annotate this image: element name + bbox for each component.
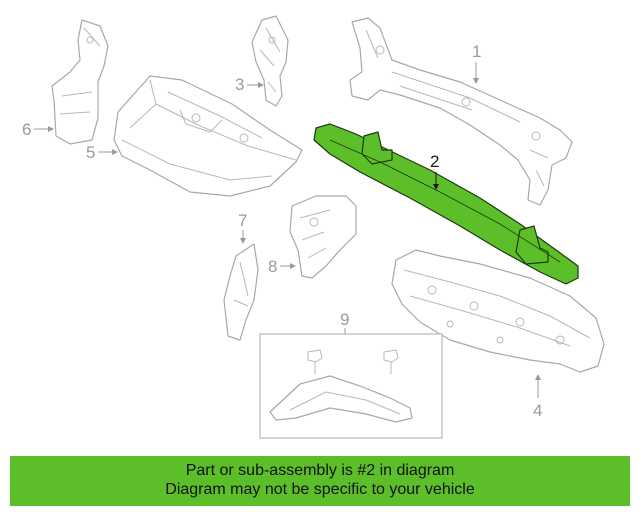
- part-5-air-duct: [113, 75, 303, 197]
- part-2-support-bar: [313, 123, 579, 285]
- callout-1: 1: [472, 42, 481, 61]
- callout-9: 9: [340, 310, 349, 329]
- callout-5: 5: [86, 143, 95, 162]
- callout-3: 3: [235, 75, 244, 94]
- part-6-deflector: [51, 19, 109, 145]
- callout-6: 6: [22, 120, 31, 139]
- callout-2: 2: [430, 152, 439, 171]
- callout-7: 7: [238, 211, 247, 230]
- part-7-shield: [223, 243, 259, 341]
- part-3-bracket: [251, 15, 289, 107]
- part-1-radiator-support: [349, 17, 573, 206]
- part-8-inner-bracket: [289, 195, 357, 279]
- info-banner: Part or sub-assembly is #2 in diagram Di…: [10, 456, 630, 506]
- callout-8: 8: [268, 257, 277, 276]
- callout-4: 4: [533, 401, 542, 420]
- banner-line-2: Diagram may not be specific to your vehi…: [165, 481, 475, 498]
- part-4-splash-shield: [391, 249, 605, 373]
- part-9-hardware-kit: [259, 333, 443, 439]
- parts-diagram: 1 3 6 5 2 7: [22, 15, 605, 439]
- banner-line-1: Part or sub-assembly is #2 in diagram: [185, 462, 455, 479]
